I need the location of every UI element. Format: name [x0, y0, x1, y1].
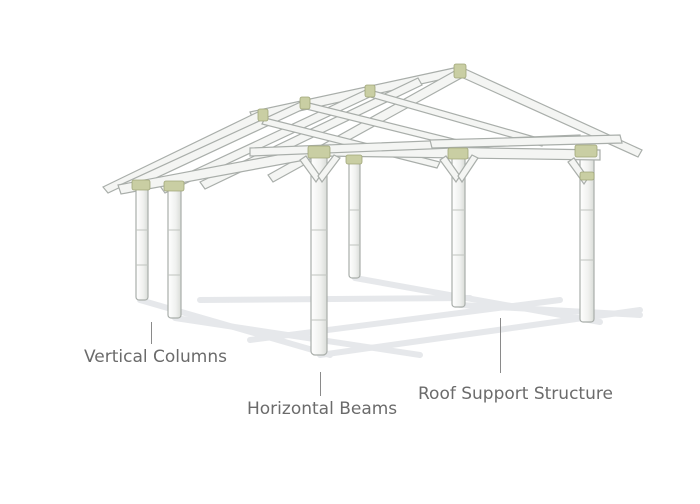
leader-roof-support: [500, 318, 501, 373]
column-left-back: [135, 184, 149, 301]
front-columns: [135, 149, 328, 356]
column-back-middle: [348, 157, 361, 279]
brace-2: [317, 154, 341, 184]
leader-vertical-columns: [151, 322, 152, 344]
label-vertical-columns: Vertical Columns: [84, 347, 227, 367]
lashings: [131, 63, 598, 192]
column-nodes: [136, 209, 594, 321]
column-left-front: [167, 185, 182, 319]
label-roof-support: Roof Support Structure: [418, 384, 613, 404]
leader-horizontal-beams: [320, 372, 321, 396]
beam-right-tie: [429, 134, 623, 149]
label-horizontal-beams: Horizontal Beams: [247, 399, 398, 419]
brace-4: [457, 154, 479, 184]
ground-shadows: [137, 275, 643, 358]
column-front-center: [310, 149, 328, 356]
